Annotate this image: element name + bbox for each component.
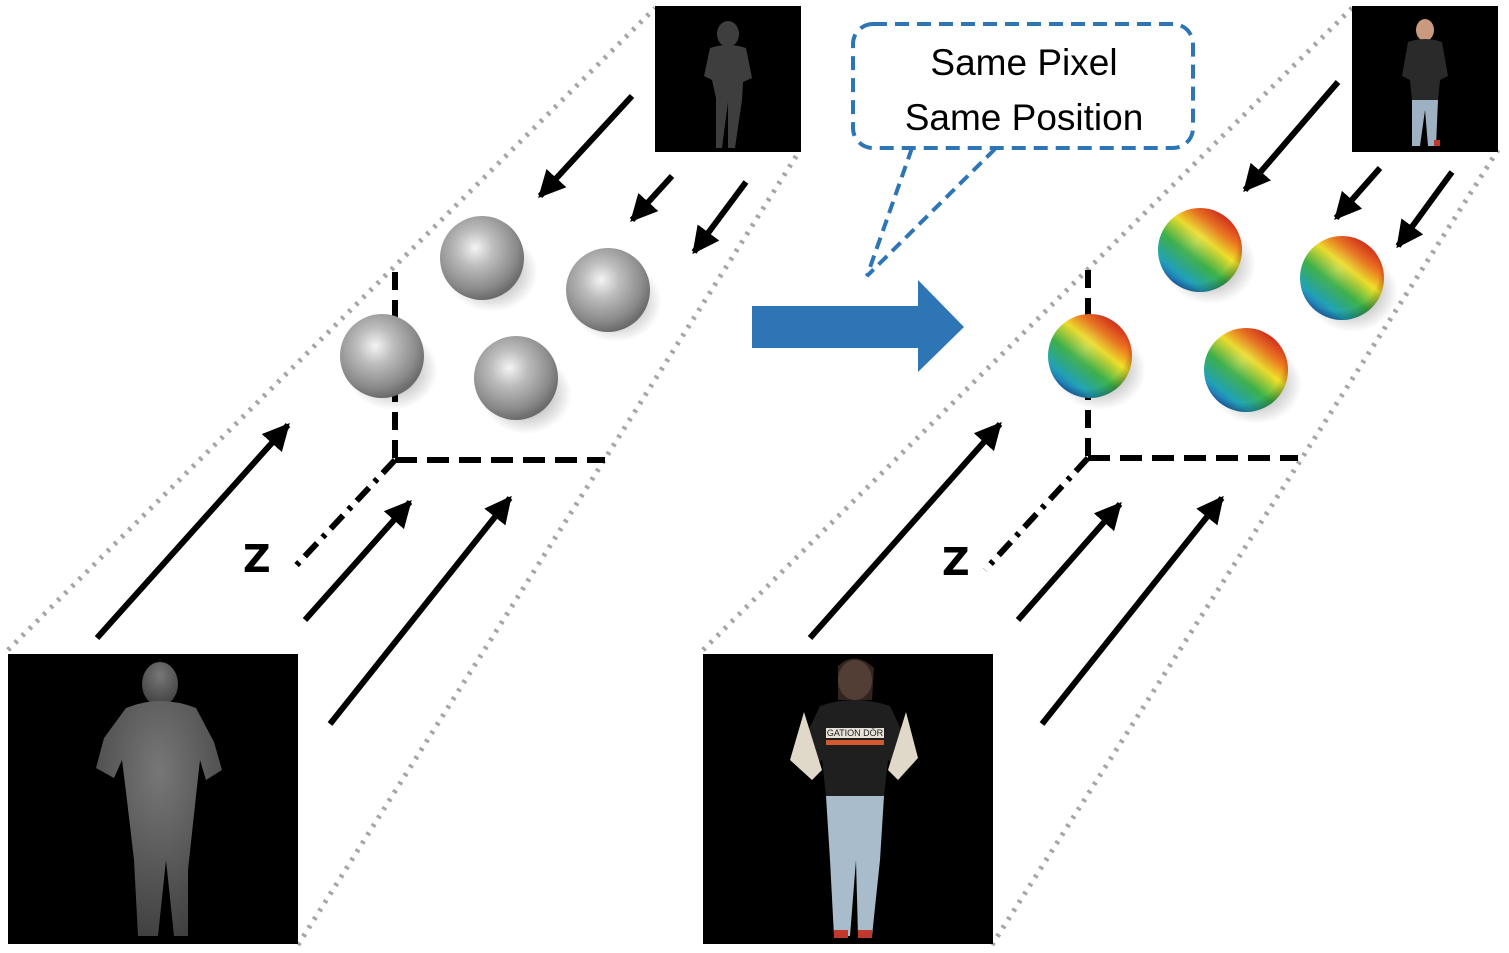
left-ray-bottom-2 [302,499,413,622]
gray-sphere-1 [440,216,524,300]
right-ray-top-3 [1395,170,1455,249]
right-frustum-bottom-border [989,148,1501,947]
right-gaussian-spheres [1048,208,1398,424]
left-ray-top-1 [537,93,635,199]
right-ray-bottom-2 [1015,501,1123,622]
left-gaussian-spheres [340,216,662,434]
shirt-text: GATION DÖR [827,728,884,738]
right-ray-bottom-1 [807,421,1003,640]
callout-bubble: Same Pixel Same Position [851,22,1195,278]
right-z-axis-label: Z [942,540,970,584]
right-panel: GATION DÖR Z [701,6,1501,947]
gray-sphere-4 [474,336,558,420]
left-ray-top-3 [691,180,749,255]
right-frustum-top-border [701,6,1354,652]
right-ray-bottom-3 [1039,495,1225,726]
left-ray-top-2 [629,173,675,223]
right-bottom-rgb-image: GATION DÖR [703,654,993,944]
right-top-rgb-image [1352,6,1498,152]
left-z-axis-label: Z [243,537,271,581]
left-bottom-depth-image [8,654,298,944]
right-ray-top-1 [1242,80,1341,193]
callout-line-1: Same Pixel [930,42,1117,83]
gray-sphere-3 [340,314,424,398]
left-panel: Z [6,6,803,947]
left-ray-bottom-3 [327,495,513,726]
left-top-depth-image [655,6,801,152]
left-frustum-top-border [6,6,657,652]
right-ray-top-2 [1333,166,1383,221]
left-frustum-bottom-border [295,148,803,947]
transform-arrow [752,280,964,372]
left-ray-bottom-1 [94,422,291,641]
gray-sphere-2 [566,248,650,332]
callout-line-2: Same Position [905,97,1144,138]
